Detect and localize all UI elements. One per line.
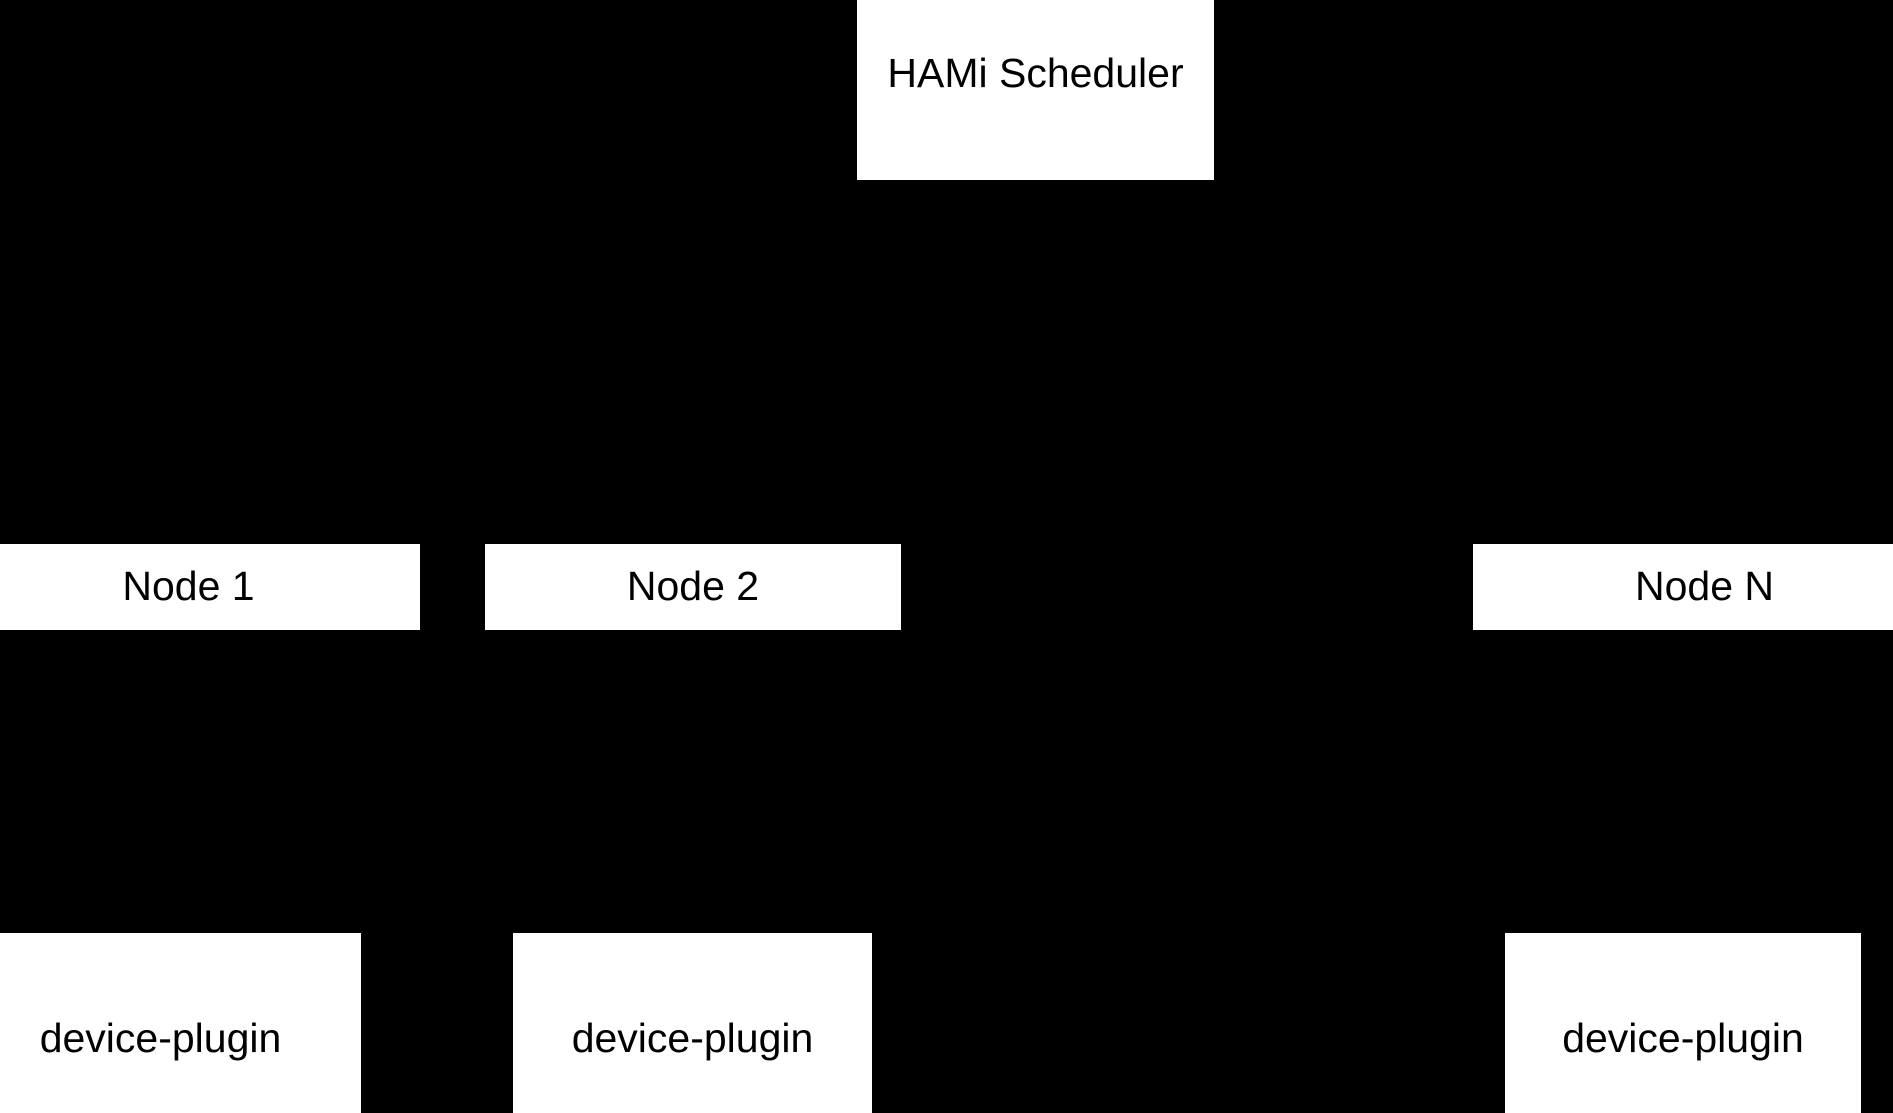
node-box-node-n[interactable]: Node N <box>1473 544 1893 630</box>
device-plugin-label-3: device-plugin <box>1562 1015 1804 1062</box>
device-plugin-box-3[interactable]: device-plugin <box>1505 933 1861 1113</box>
node-label-node-2: Node 2 <box>626 563 760 610</box>
device-plugin-label-1: device-plugin <box>39 1015 282 1062</box>
node-label-node-n: Node N <box>1634 563 1774 610</box>
device-plugin-box-1[interactable]: device-plugin <box>0 933 361 1113</box>
node-box-node-2[interactable]: Node 2 <box>485 544 901 630</box>
scheduler-node-label: HAMi Scheduler <box>887 49 1184 96</box>
node-label-node-1: Node 1 <box>122 563 255 610</box>
device-plugin-box-2[interactable]: device-plugin <box>513 933 872 1113</box>
node-box-node-1[interactable]: Node 1 <box>0 544 420 630</box>
scheduler-node-box[interactable]: HAMi Scheduler <box>857 0 1214 180</box>
device-plugin-label-2: device-plugin <box>571 1015 814 1062</box>
